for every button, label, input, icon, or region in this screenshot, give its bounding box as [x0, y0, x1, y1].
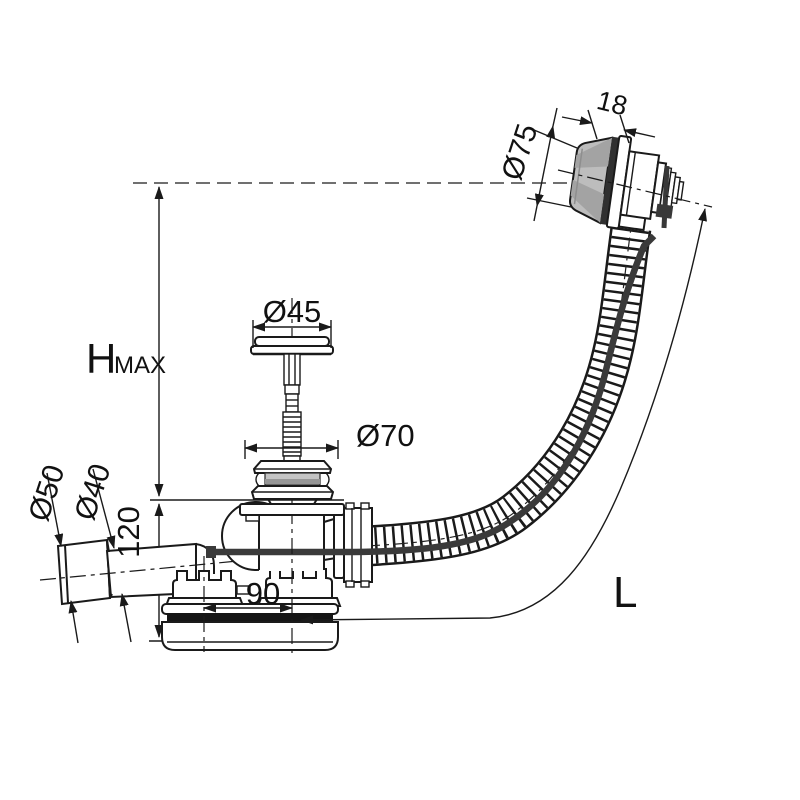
dim-label-hmax-sub: MAX	[114, 352, 166, 379]
cable-end	[661, 165, 670, 229]
dimension-hose-length	[300, 208, 707, 625]
dim-label-d45: Ø45	[263, 294, 322, 329]
seal-washer	[167, 613, 333, 622]
dim-label-d70: Ø70	[356, 418, 415, 453]
dim-label-d75: Ø75	[496, 120, 545, 184]
overflow-axis-centerline	[557, 169, 713, 208]
dim-label-120: 120	[111, 506, 146, 558]
corrugated-hose	[364, 225, 652, 567]
dim-label-18: 18	[594, 85, 630, 121]
dim-label-hmax-main: H	[86, 335, 116, 382]
overflow-head	[568, 135, 685, 232]
dimension-d50	[46, 472, 79, 644]
dim-label-hose-length: L	[613, 568, 637, 617]
dimension-90	[203, 556, 293, 652]
waste-flange	[239, 460, 345, 516]
dim-label-d50: Ø50	[23, 461, 72, 525]
dim-label-90: 90	[246, 576, 280, 611]
dimension-18	[561, 109, 656, 144]
dimension-d40	[92, 468, 132, 643]
